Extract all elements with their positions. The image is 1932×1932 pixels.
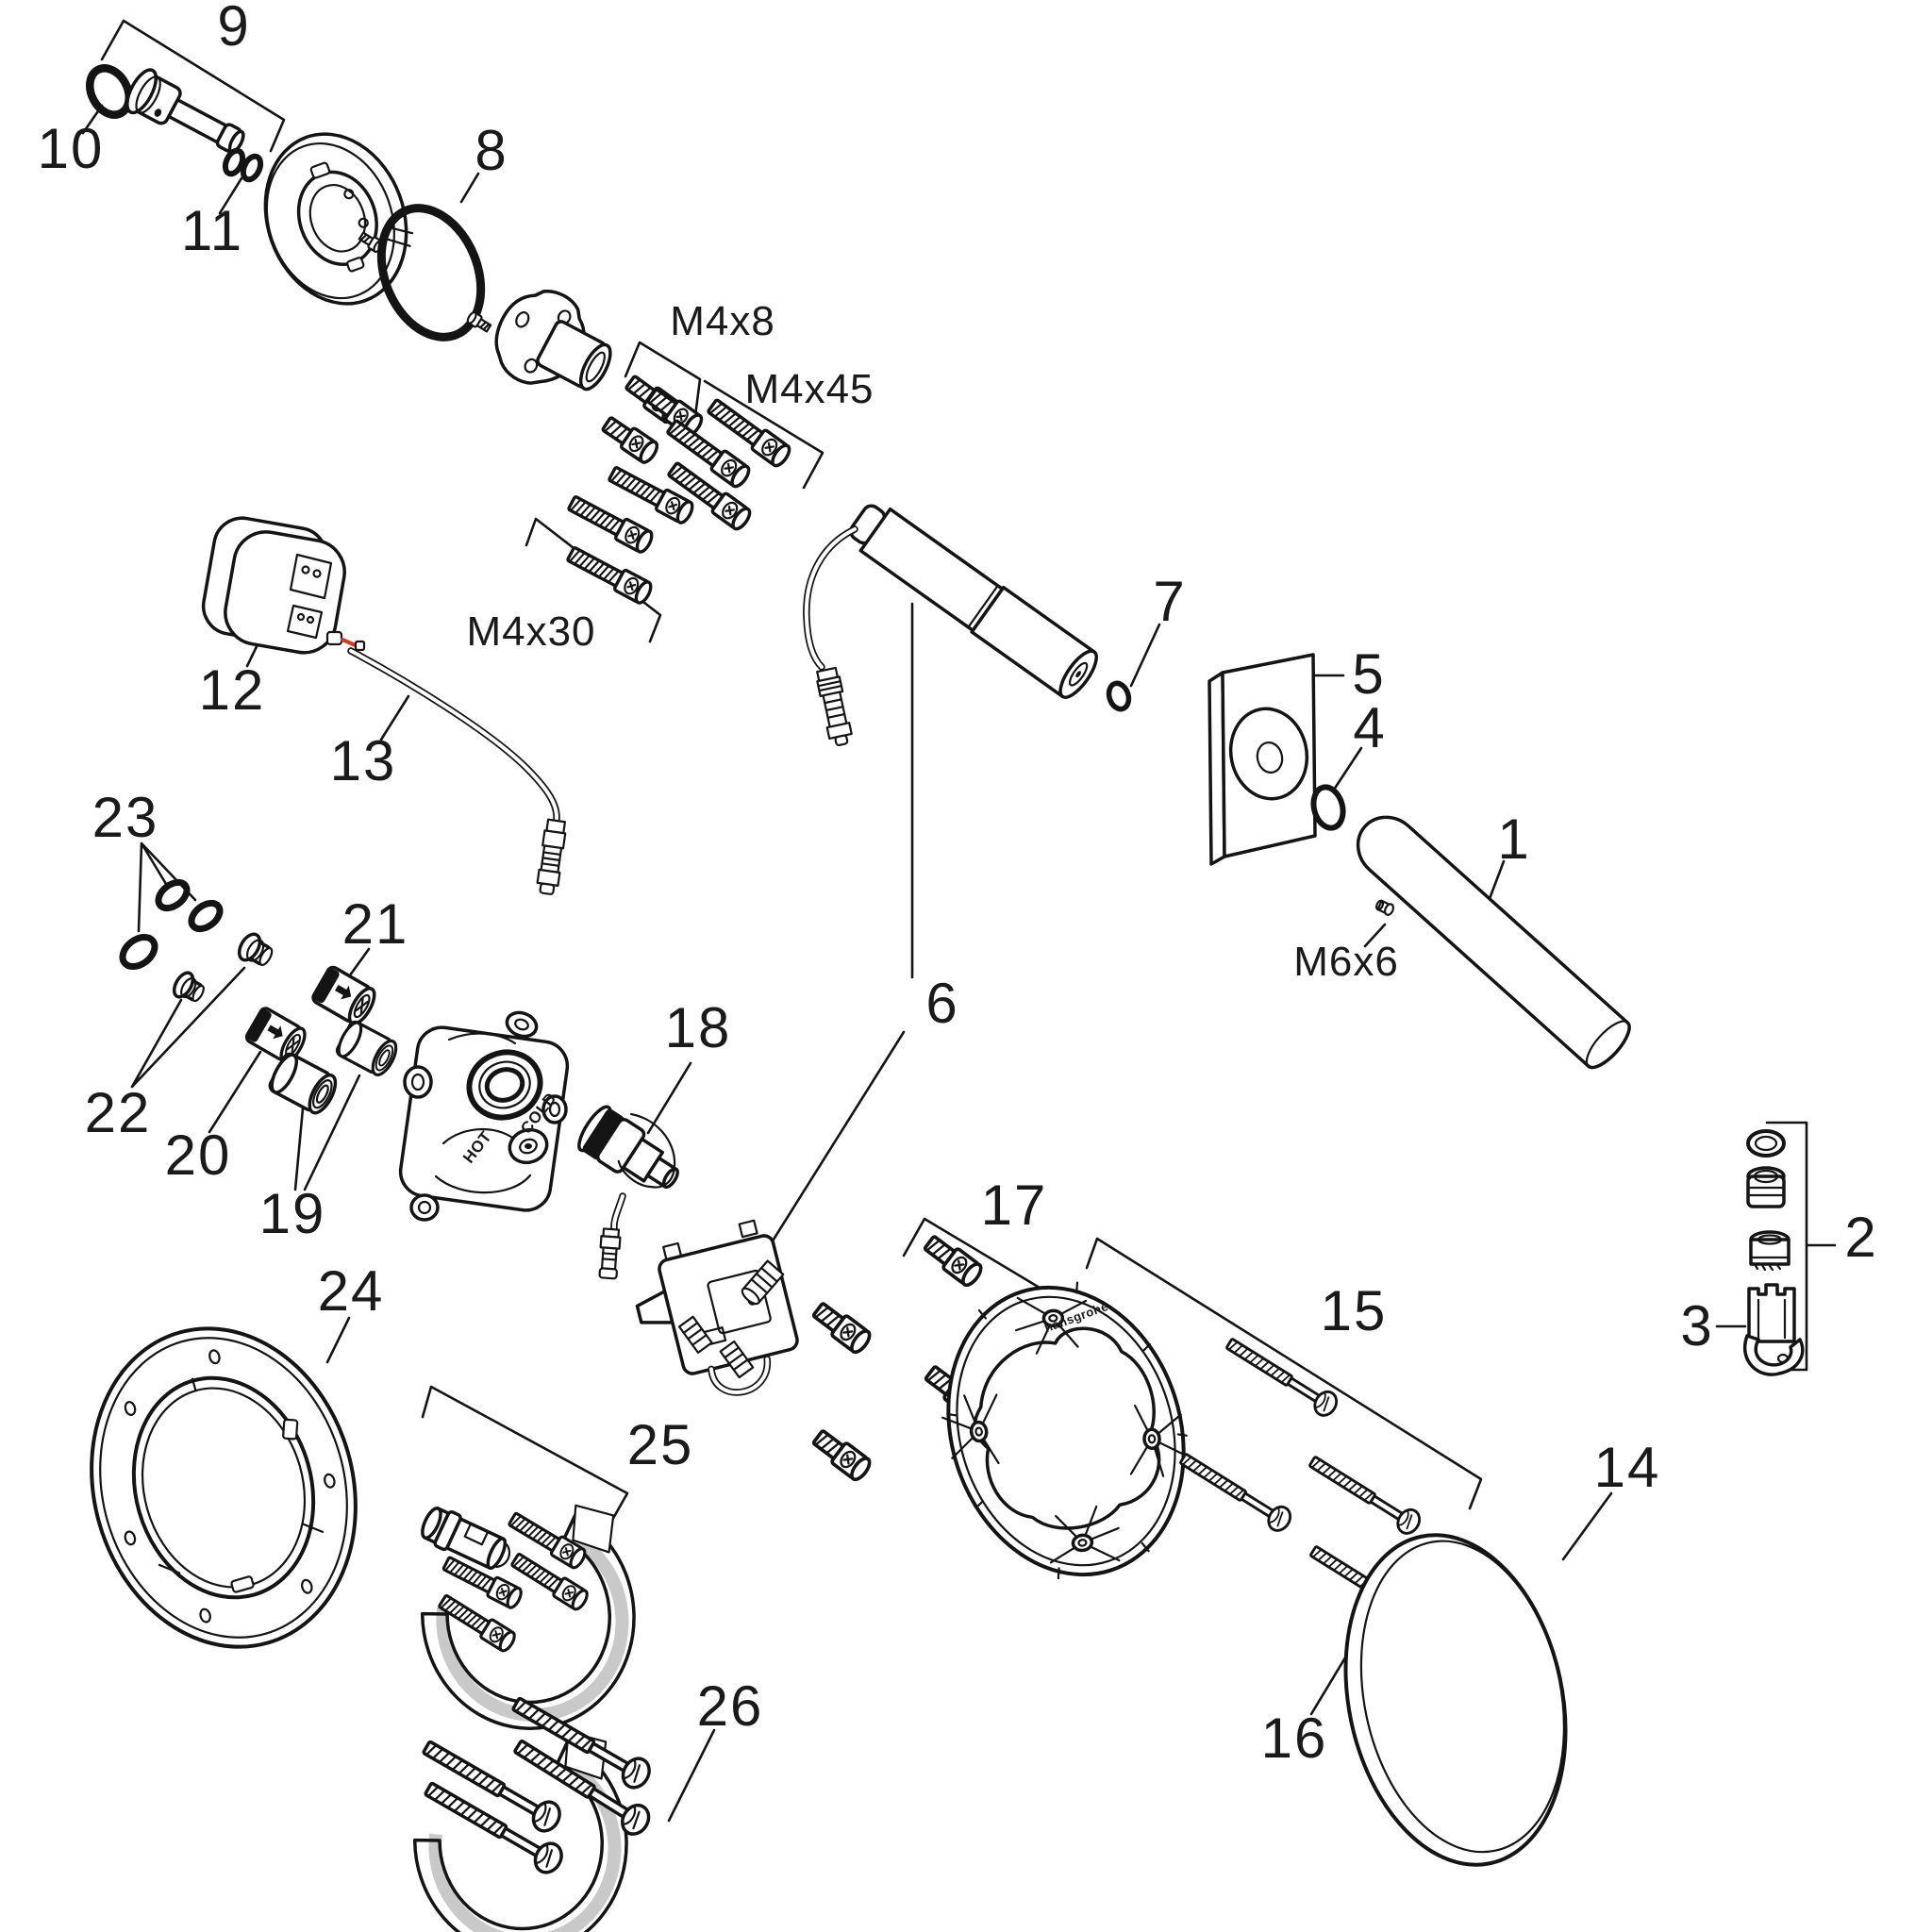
- part-7-oring: [1106, 680, 1132, 712]
- part-23-orings: [119, 878, 224, 971]
- part-label-26: 26: [696, 1674, 764, 1738]
- part-3-flow-key: [1743, 1283, 1805, 1376]
- part-label-12: 12: [198, 658, 266, 722]
- part-6-spout: [803, 504, 1098, 747]
- m6x6-set-screw: [1375, 899, 1395, 916]
- part-label-25: 25: [626, 1413, 694, 1476]
- engraving-cold: COLD: [517, 1089, 560, 1138]
- part-label-7: 7: [1153, 570, 1187, 633]
- part-15-mounting-plate: [938, 1281, 1190, 1580]
- part-label-13: 13: [329, 729, 397, 792]
- part-label-11: 11: [180, 199, 244, 262]
- part-19-bushings: [268, 1020, 398, 1115]
- part-label-10: 10: [37, 117, 105, 180]
- part-label-3: 3: [1680, 1294, 1714, 1357]
- part-25-strap-set: [420, 1504, 636, 1730]
- part-13-cable: [347, 647, 567, 895]
- part-4-oring: [1310, 784, 1346, 831]
- flange-adapter: [494, 290, 612, 391]
- engraving-hot: HOT: [459, 1127, 495, 1167]
- round-escutcheon: [263, 132, 414, 306]
- part-label-6: 6: [925, 972, 959, 1035]
- size-label-m6x6: M6x6: [1293, 939, 1399, 985]
- part-18-valve: [577, 1105, 679, 1280]
- part-1-spout-tube: [1356, 815, 1631, 1070]
- part-label-18: 18: [664, 996, 732, 1059]
- part-label-1: 1: [1497, 808, 1531, 871]
- part-10-oring: [86, 64, 133, 119]
- part-9-plug: [125, 68, 245, 154]
- size-label-m4x8: M4x8: [670, 298, 775, 344]
- part-12-control-box: [201, 516, 366, 655]
- basic-set-body: [398, 1010, 570, 1222]
- part-label-22: 22: [84, 1081, 152, 1144]
- part-label-19: 19: [258, 1182, 326, 1245]
- size-label-m4x45: M4x45: [744, 366, 874, 412]
- part-label-24: 24: [317, 1259, 385, 1323]
- part-label-4: 4: [1353, 696, 1387, 759]
- part-2-aerator-stack: [1746, 1129, 1790, 1272]
- part-22-plugs: [172, 932, 274, 1003]
- part-14-cover-plate: [1343, 1533, 1568, 1867]
- part-label-2: 2: [1844, 1206, 1878, 1269]
- part-label-20: 20: [164, 1124, 232, 1187]
- part-label-9: 9: [217, 0, 251, 58]
- part-11-orings: [222, 147, 264, 183]
- part-label-23: 23: [92, 786, 159, 849]
- part-5-square-escutcheon: [1208, 653, 1317, 866]
- part-21-check-valve: [311, 965, 376, 1025]
- part-24-carrier-ring: [90, 1326, 358, 1649]
- part-label-21: 21: [341, 892, 409, 956]
- size-label-m4x30: M4x30: [466, 608, 596, 655]
- part-label-15: 15: [1320, 1279, 1388, 1342]
- control-unit: [635, 1219, 799, 1396]
- part-label-17: 17: [980, 1174, 1048, 1237]
- part-label-8: 8: [475, 119, 508, 182]
- strap-cylinder: [421, 1507, 511, 1571]
- part-8-oring: [376, 204, 486, 341]
- engraving-hansgrohe: hansgrohe: [1042, 1298, 1110, 1336]
- part-label-14: 14: [1593, 1436, 1661, 1499]
- part-label-16: 16: [1260, 1707, 1328, 1770]
- part-label-5: 5: [1352, 642, 1386, 706]
